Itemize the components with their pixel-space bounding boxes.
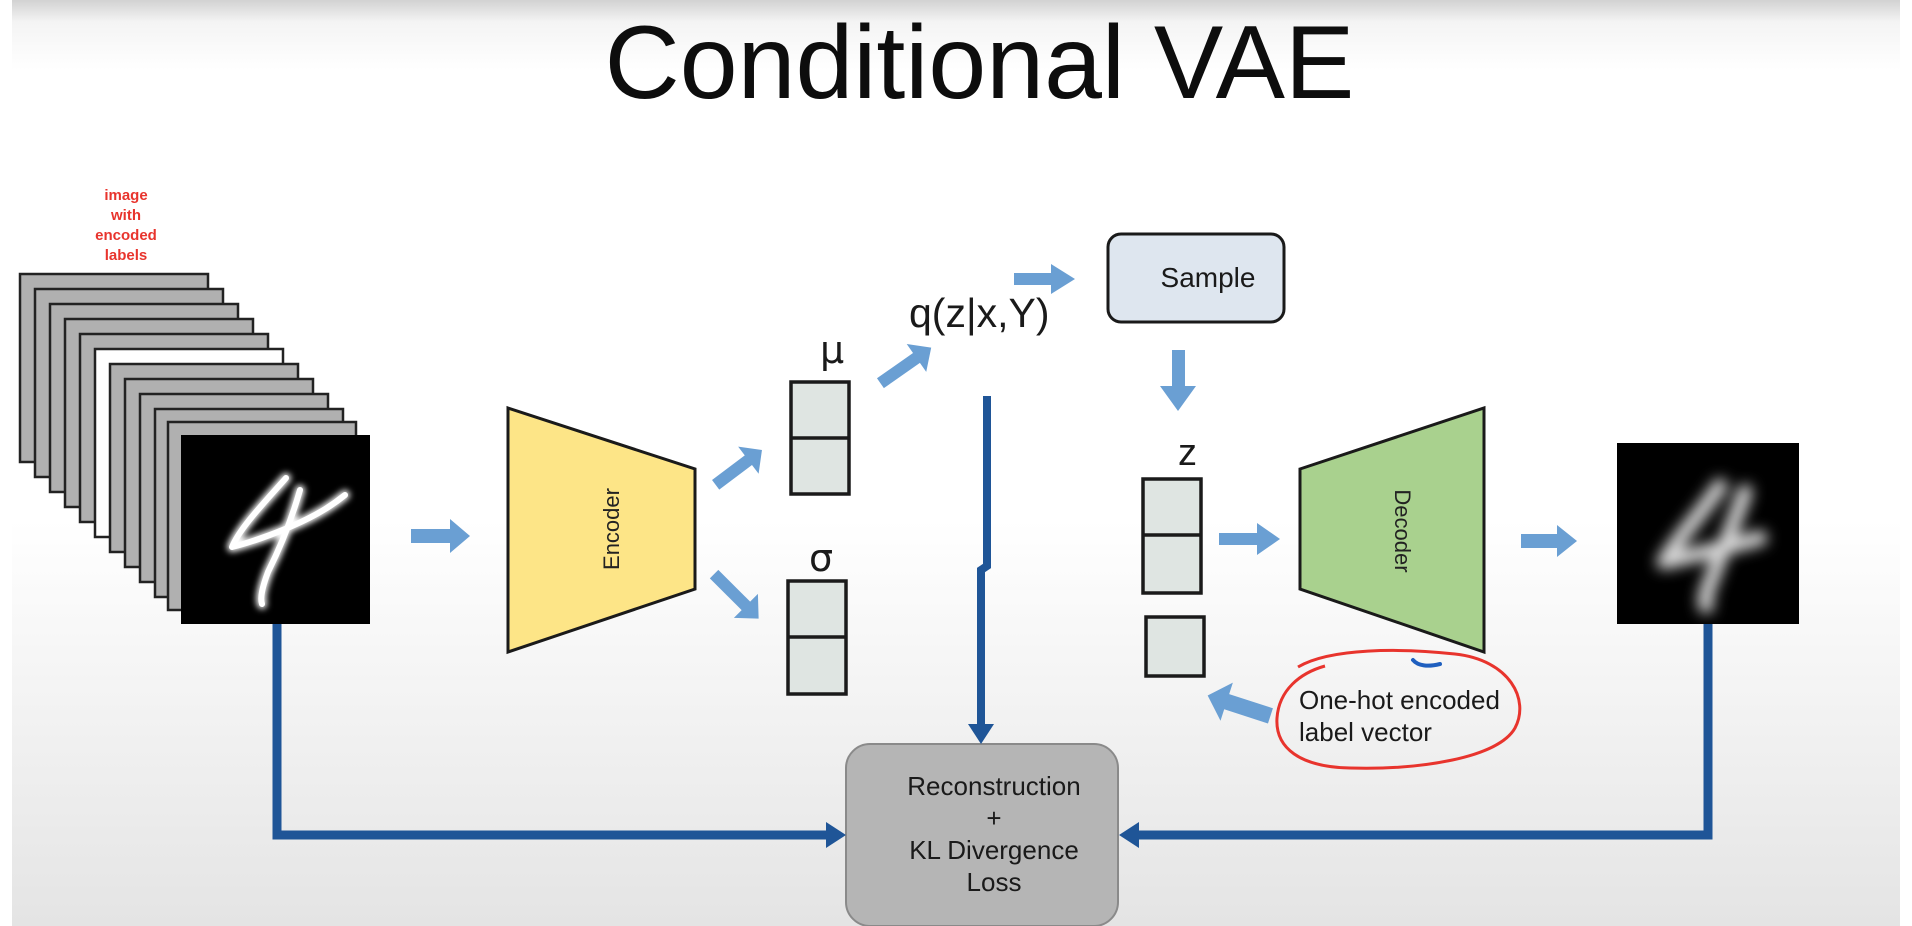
slide-background: Conditional VAE image with encoded label… <box>12 0 1912 926</box>
decoder-label: Decoder <box>1390 489 1415 573</box>
sample-label: Sample <box>1160 262 1256 293</box>
sigma-label: σ <box>809 536 834 580</box>
posterior-label: q(z|x,Y) <box>909 290 1050 336</box>
slide-title: Conditional VAE <box>604 5 1355 121</box>
loss-path-output <box>1119 624 1713 848</box>
decoder-block <box>1298 405 1486 655</box>
arrow-encoder-to-mu <box>712 446 762 490</box>
sample-box <box>1106 232 1286 324</box>
loss-path-kl <box>968 396 994 744</box>
z-label: z <box>1178 432 1197 474</box>
sigma-vector <box>786 579 848 696</box>
encoder-block <box>506 405 697 655</box>
label-vector-cell <box>1144 615 1206 678</box>
arrow-z-to-decoder <box>1219 523 1280 555</box>
arrow-q-to-sample <box>1014 264 1075 294</box>
input-annotation-note: image with encoded labels <box>74 186 178 266</box>
input-annotation-text: image with encoded labels <box>95 187 157 264</box>
loss-path-input <box>272 624 846 848</box>
arrow-input-to-encoder <box>411 519 470 553</box>
one-hot-label: One-hot encoded label vector <box>1299 685 1500 747</box>
arrow-decoder-to-output <box>1521 525 1577 557</box>
right-margin <box>1900 0 1912 926</box>
arrow-mu-to-q <box>876 344 932 389</box>
digit-4-reconstructed-image <box>1617 443 1799 624</box>
arrow-label-to-vector <box>1207 682 1273 724</box>
loss-label: Reconstruction + KL Divergence Loss <box>907 771 1081 897</box>
cvae-diagram <box>18 232 1799 926</box>
blue-pen-mark <box>1411 658 1442 668</box>
arrow-sample-to-z <box>1160 350 1196 411</box>
mu-vector <box>789 380 851 496</box>
mu-label: μ <box>820 328 845 372</box>
red-annotation-ellipse <box>1275 648 1522 770</box>
z-vector <box>1141 477 1203 595</box>
encoder-label: Encoder <box>599 488 624 570</box>
arrow-encoder-to-sigma <box>709 569 759 619</box>
digit-4-input-image <box>181 435 370 624</box>
